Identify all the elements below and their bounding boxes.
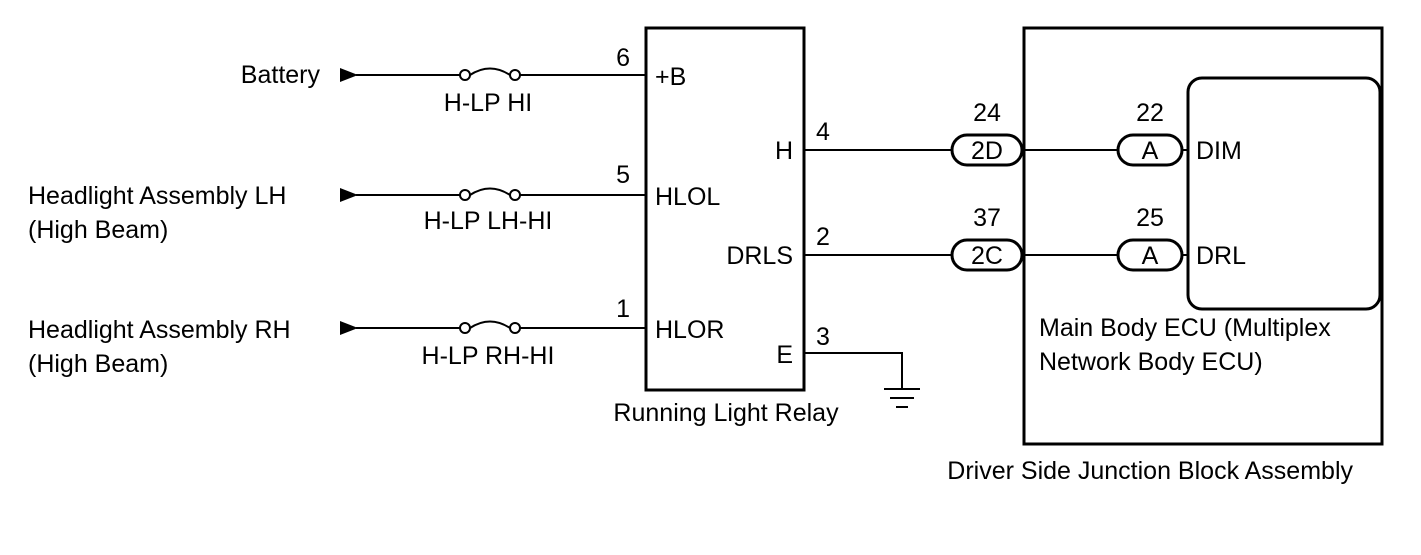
connector-a-drl-label: A — [1142, 242, 1159, 270]
main-body-ecu-label-line2: Network Body ECU) — [1039, 348, 1263, 376]
driver-side-junction-block-box — [1022, 26, 1384, 446]
connector-a-drl — [1116, 238, 1184, 272]
main-body-ecu-label-line1: Main Body ECU (Multiplex — [1039, 314, 1331, 342]
ecu-terminal-dim-label: DIM — [1196, 137, 1242, 165]
fuse-rh-icon — [459, 320, 521, 334]
relay-pin-3-number: 3 — [816, 323, 830, 351]
ground-icon — [804, 352, 920, 408]
headlight-rh-label-line1: Headlight Assembly RH — [28, 316, 291, 344]
relay-pin-h-label: H — [775, 137, 793, 165]
connector-2c-pin-number: 37 — [973, 204, 1001, 232]
connector-a-drl-pin-number: 25 — [1136, 204, 1164, 232]
headlight-rh-label-line2: (High Beam) — [28, 350, 168, 378]
headlight-lh-arrow-icon — [340, 188, 358, 202]
relay-pin-drls-label: DRLS — [726, 242, 793, 270]
running-light-relay-label: Running Light Relay — [613, 399, 839, 427]
battery-arrow-icon — [340, 68, 358, 82]
headlight-rh-arrow-icon — [340, 321, 358, 335]
connector-2c — [950, 238, 1024, 272]
fuse-rh-label: H-LP RH-HI — [422, 342, 555, 370]
connector-2d-label: 2D — [971, 137, 1003, 165]
connector-2d-pin-number: 24 — [973, 99, 1001, 127]
ecu-terminal-drl-label: DRL — [1196, 242, 1246, 270]
relay-pin-6-number: 6 — [616, 44, 630, 72]
battery-label: Battery — [241, 61, 321, 89]
headlight-lh-label-line1: Headlight Assembly LH — [28, 182, 286, 210]
relay-pin-hlor-label: HLOR — [655, 316, 724, 344]
fuse-hi-icon — [459, 67, 521, 81]
connector-2d — [950, 133, 1024, 167]
connector-a-dim-pin-number: 22 — [1136, 99, 1164, 127]
relay-pin-1-number: 1 — [616, 295, 630, 323]
fuse-lh-label: H-LP LH-HI — [424, 207, 553, 235]
connector-a-dim — [1116, 133, 1184, 167]
relay-pin-5-number: 5 — [616, 161, 630, 189]
junction-block-label: Driver Side Junction Block Assembly — [947, 457, 1353, 485]
main-body-ecu-box — [1186, 76, 1382, 311]
headlight-lh-label-line2: (High Beam) — [28, 216, 168, 244]
connector-2c-label: 2C — [971, 242, 1003, 270]
connector-a-dim-label: A — [1142, 137, 1159, 165]
relay-pin-hlol-label: HLOL — [655, 183, 720, 211]
relay-pin-4-number: 4 — [816, 118, 830, 146]
fuse-lh-icon — [459, 187, 521, 201]
fuse-hi-label: H-LP HI — [444, 89, 532, 117]
relay-pin-b-label: +B — [655, 63, 686, 91]
relay-pin-2-number: 2 — [816, 223, 830, 251]
relay-pin-e-label: E — [776, 341, 793, 369]
running-light-relay-box — [644, 26, 806, 392]
